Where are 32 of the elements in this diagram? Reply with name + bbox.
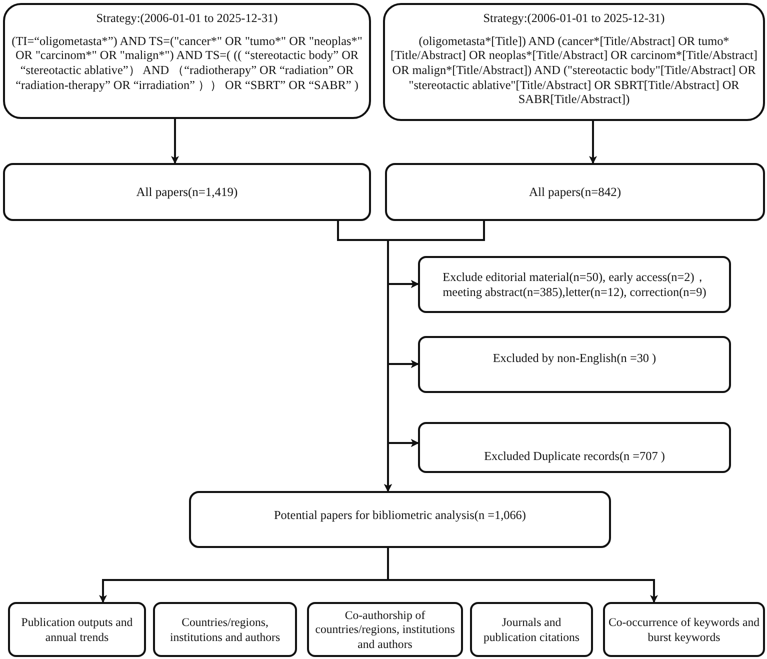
- process-box: [8, 602, 146, 657]
- box-text: All papers(n=1,419): [136, 184, 238, 200]
- arrow: [171, 119, 179, 164]
- arrow: [387, 221, 485, 447]
- box-text: Countries/regions, institutions and authors: [168, 615, 282, 644]
- box-text: Excluded by non-English(n =30 ): [492, 351, 656, 366]
- process-box: [418, 256, 731, 313]
- box-text: Exclude editorial material(n=50), early access(n=2)，meeting abstract(n=385),letter(n=12), correction(n=9): [442, 270, 708, 300]
- process-box: [3, 163, 371, 221]
- box-text: (TI=“oligometasta*”) AND TS=("cancer*" OR "tumo*" OR "neoplas*" OR "carcinom*" OR "malign*") AND TS=( (( “stereotactic body” OR “stereotactic ablative”） AND （“radiotherapy” OR “radiation” OR “radiation-therapy” OR “irradiation” ）） OR “SBRT” OR “SABR” ): [10, 34, 364, 92]
- process-box: [153, 602, 297, 657]
- box-text: Co-authorship of countries/regions, institutions and authors: [314, 608, 456, 651]
- box-heading: Strategy:(2006-01-01 to 2025-12-31): [483, 11, 665, 26]
- process-box: [3, 3, 371, 119]
- box-text: Journals and publication citations: [482, 615, 580, 644]
- process-box: [418, 422, 731, 473]
- process-box: [189, 491, 611, 548]
- process-box: [307, 602, 463, 657]
- box-text: Publication outputs and annual trends: [20, 615, 134, 644]
- process-box: [603, 602, 765, 657]
- process-box: [470, 602, 593, 657]
- box-text: (oligometasta*[Title]) AND (cancer*[Title/Abstract] OR tumo*[Title/Abstract] OR neoplas*[Title/Abstract] OR carcinom*[Title/Abstract] OR malign*[Title/Abstract]) AND ("stereotactic body"[Title/Abstract] OR "stereotactic ablative"[Title/Abstract] OR SBRT[Title/Abstract] OR SABR[Title/Abstract]): [390, 34, 758, 107]
- process-box: [383, 3, 765, 121]
- arrow: [589, 121, 597, 164]
- arrow: [387, 548, 658, 603]
- box-text: Potential papers for bibliometric analysis(n =1,066): [274, 508, 526, 523]
- process-box: [385, 163, 765, 221]
- box-text: All papers(n=842): [528, 184, 622, 200]
- box-text: Co-occurrence of keywords and burst keywords: [608, 615, 760, 644]
- box-heading: Strategy:(2006-01-01 to 2025-12-31): [96, 11, 278, 26]
- box-text: Excluded Duplicate records(n =707 ): [484, 449, 665, 464]
- process-box: [418, 336, 731, 393]
